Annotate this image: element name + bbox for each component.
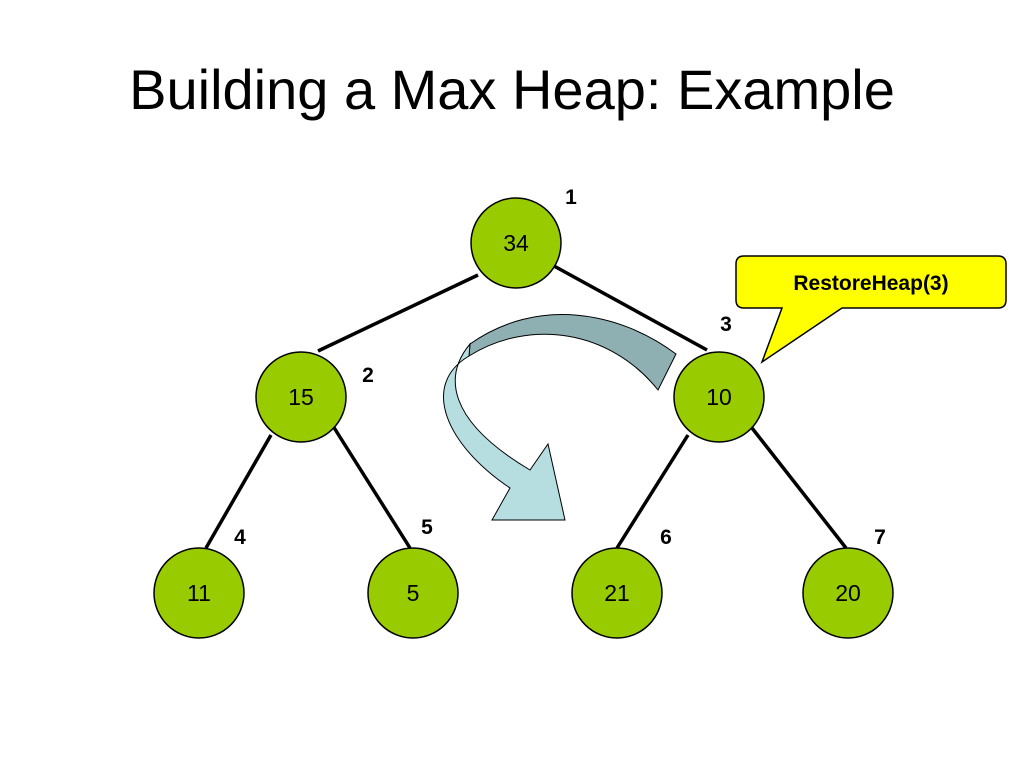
heap-node-1: 34 1 [470,186,577,289]
node-index: 5 [421,516,433,539]
node-value: 20 [835,580,861,606]
edge-3-6 [615,434,690,549]
heap-edges [204,264,848,550]
heap-node-5: 5 5 [367,516,459,639]
node-circle [802,547,894,639]
node-circle [470,197,562,289]
edge-2-4 [204,434,273,549]
heap-node-6: 21 6 [571,526,672,639]
node-index: 1 [565,186,577,209]
node-circle [153,547,245,639]
node-value: 21 [604,580,630,606]
node-value: 15 [288,384,314,410]
swap-arrow [443,314,677,521]
node-value: 10 [706,384,732,410]
node-circle [571,547,663,639]
edge-1-2 [317,273,479,353]
node-index: 4 [234,526,246,549]
node-circle [367,547,459,639]
heap-node-4: 11 4 [153,526,246,639]
node-value: 34 [503,230,529,256]
slide-title: Building a Max Heap: Example [129,58,895,121]
node-value: 5 [407,580,420,606]
swap-arrow-top-band [468,314,677,391]
callout-bubble [735,255,1007,364]
node-value: 11 [187,580,211,606]
edge-1-3 [553,264,708,352]
heap-node-7: 20 7 [802,526,894,639]
callout: RestoreHeap(3) [735,255,1007,364]
node-index: 3 [720,313,732,336]
heap-node-3: 10 3 [673,313,765,443]
edge-3-7 [750,426,848,550]
heap-node-2: 15 2 [255,351,374,443]
node-index: 2 [362,364,374,387]
node-index: 6 [660,526,672,549]
edge-2-5 [331,425,412,549]
node-circle [673,351,765,443]
swap-arrow-body [443,342,566,521]
node-circle [255,351,347,443]
callout-text: RestoreHeap(3) [793,272,948,295]
node-index: 7 [874,526,886,549]
